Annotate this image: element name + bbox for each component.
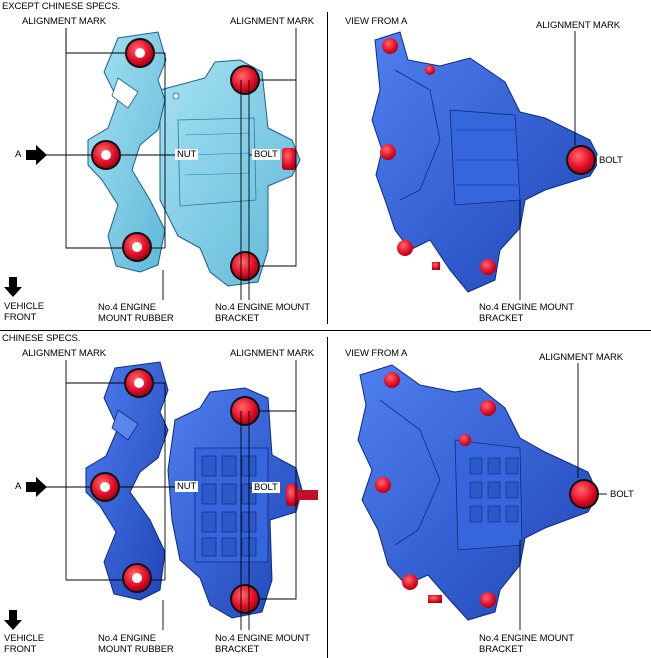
bottom-right-view-illustration — [357, 364, 599, 621]
alignment-mark-rubber-top — [125, 38, 155, 68]
top-left-mount-illustration — [87, 31, 301, 287]
bolt-label-bottom-left: BOLT — [252, 482, 280, 493]
bottom-left-mount-illustration — [85, 361, 318, 619]
alignment-mark-label-tl-left: ALIGNMENT MARK — [20, 16, 108, 27]
engine-mount-rubber-chinese — [85, 361, 169, 601]
vehicle-front-cn-line2: FRONT — [4, 644, 37, 655]
alignment-mark-label-br: ALIGNMENT MARK — [537, 352, 625, 363]
view-a-arrow-label-bottom: A — [15, 481, 22, 492]
top-right-view-illustration — [371, 31, 601, 293]
bracket-label-br-line1: No.4 ENGINE MOUNT — [479, 633, 574, 644]
alignment-mark-label-bl-right: ALIGNMENT MARK — [228, 348, 316, 359]
alignment-mark-bracket-bottom-cn — [230, 584, 260, 614]
section-title-except-chinese: EXCEPT CHINESE SPECS. — [2, 1, 121, 12]
alignment-mark-rubber-top-cn — [124, 368, 154, 398]
bracket-label-br-line2: BRACKET — [479, 644, 524, 655]
bracket-label-cn-line2: BRACKET — [215, 644, 260, 655]
bolt-label-top-right: BOLT — [597, 155, 625, 166]
alignment-mark-rubber-bottom — [122, 232, 152, 262]
bracket-label-bottom-right: No.4 ENGINE MOUNT BRACKET — [479, 633, 589, 655]
rubber-label-cn-line1: No.4 ENGINE — [98, 633, 157, 644]
alignment-mark-bracket-top-cn — [230, 396, 260, 426]
bolt-mark-top-right — [566, 145, 596, 175]
alignment-mark-label-bl-left: ALIGNMENT MARK — [20, 348, 108, 359]
rubber-label-line1: No.4 ENGINE — [98, 302, 157, 313]
view-a-arrow-bottom — [26, 477, 47, 497]
bolt-label-top-left: BOLT — [252, 149, 280, 160]
bracket-label-top-left: No.4 ENGINE MOUNT BRACKET — [215, 302, 325, 324]
bracket-label-line1: No.4 ENGINE MOUNT — [215, 302, 310, 313]
leader-lines-bottom-right — [519, 363, 607, 630]
engine-mount-bracket-top — [159, 59, 301, 287]
bolt-label-bottom-right: BOLT — [608, 489, 636, 500]
vehicle-front-label-bottom: VEHICLE FRONT — [4, 633, 64, 655]
rubber-label-top: No.4 ENGINE MOUNT RUBBER — [98, 302, 208, 324]
nut-rubber-center-cn — [90, 472, 120, 502]
vehicle-front-arrow-bottom — [4, 610, 22, 630]
rubber-label-cn-line2: MOUNT RUBBER — [98, 644, 174, 655]
vehicle-front-cn-line1: VEHICLE — [4, 633, 44, 644]
rubber-label-line2: MOUNT RUBBER — [98, 313, 174, 324]
alignment-mark-label-tr: ALIGNMENT MARK — [534, 20, 622, 31]
engine-mount-rubber-top — [87, 31, 167, 273]
bracket-label-top-right: No.4 ENGINE MOUNT BRACKET — [479, 302, 589, 324]
rubber-label-bottom: No.4 ENGINE MOUNT RUBBER — [98, 633, 208, 655]
section-title-chinese: CHINESE SPECS. — [2, 333, 81, 344]
alignment-mark-bracket-top — [230, 65, 260, 95]
nut-label-bottom: NUT — [175, 481, 199, 492]
bracket-label-cn-line1: No.4 ENGINE MOUNT — [215, 633, 310, 644]
bolt-mark-bottom-right — [569, 479, 599, 509]
view-a-arrow-label-top: A — [15, 149, 22, 160]
bracket-label-line2: BRACKET — [215, 313, 260, 324]
alignment-mark-rubber-bottom-cn — [122, 563, 152, 593]
leader-lines-top-left — [42, 28, 297, 300]
view-from-a-label-top: VIEW FROM A — [345, 16, 408, 27]
vehicle-front-arrow-top — [4, 277, 22, 297]
nut-rubber-center — [91, 140, 121, 170]
view-a-arrow-top — [26, 145, 47, 165]
alignment-mark-bracket-bottom — [230, 251, 260, 281]
vehicle-front-line2: FRONT — [4, 312, 37, 323]
bracket-label-tr-line2: BRACKET — [479, 313, 524, 324]
alignment-mark-label-tl-right: ALIGNMENT MARK — [228, 16, 316, 27]
leader-lines-bottom-left — [42, 360, 297, 630]
nut-label-top: NUT — [175, 149, 199, 160]
bracket-label-tr-line1: No.4 ENGINE MOUNT — [479, 302, 574, 313]
view-from-a-label-bottom: VIEW FROM A — [345, 348, 408, 359]
bracket-label-bottom-left: No.4 ENGINE MOUNT BRACKET — [215, 633, 325, 655]
vehicle-front-label-top: VEHICLE FRONT — [4, 301, 64, 323]
vehicle-front-line1: VEHICLE — [4, 301, 44, 312]
